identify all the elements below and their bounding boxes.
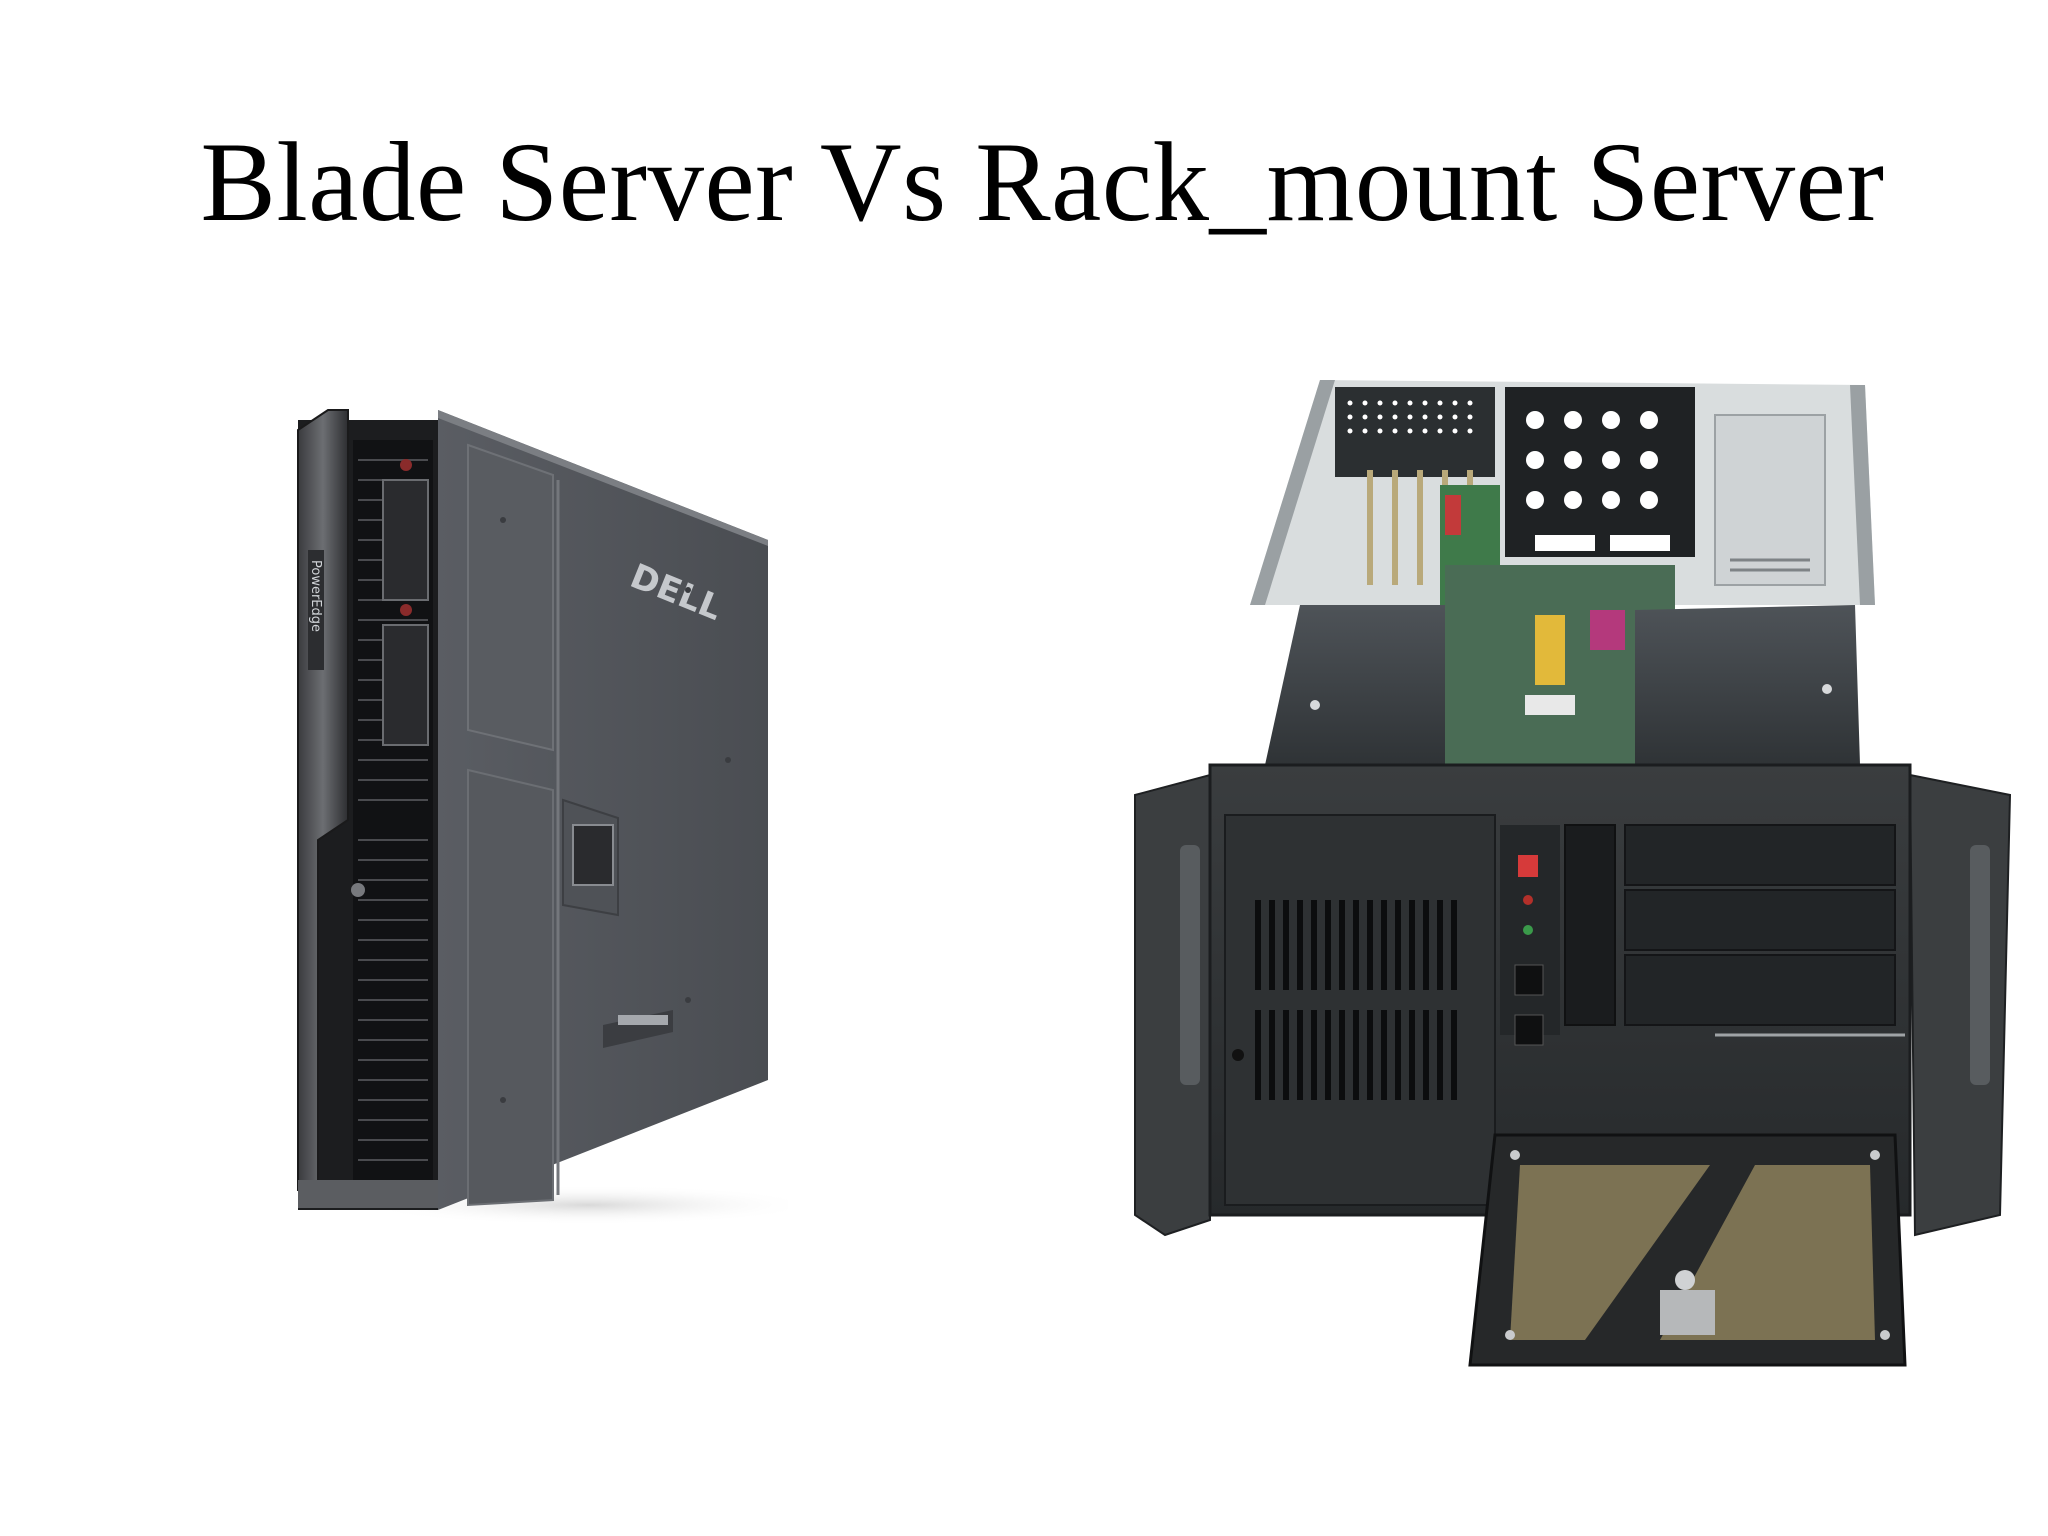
slide-title: Blade Server Vs Rack_mount Server	[200, 120, 1885, 245]
poweredge-label: PowerEdge	[308, 560, 323, 632]
blade-server-image: DELL PowerEdge	[288, 400, 788, 1230]
rackmount-server-image	[1115, 375, 2015, 1375]
